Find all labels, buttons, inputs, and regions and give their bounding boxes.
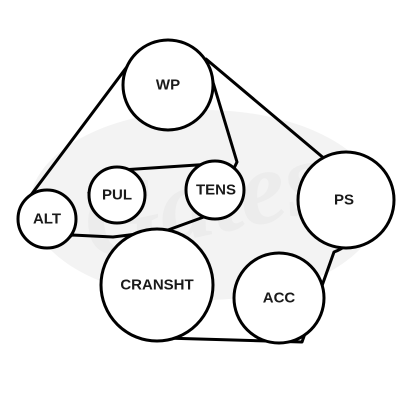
cransht-label: CRANSHT [120, 277, 193, 294]
acc-pulley-circle [232, 251, 326, 345]
wp-pulley-circle [121, 38, 215, 132]
tens-label: TENS [196, 182, 236, 199]
ps-pulley-circle [296, 150, 396, 250]
pulley-wp: WP [121, 38, 215, 132]
acc-label: ACC [263, 290, 296, 307]
pulley-alt: ALT [16, 188, 78, 250]
ps-label: PS [334, 192, 354, 209]
pulley-acc: ACC [232, 251, 326, 345]
pulley-pul: PUL [87, 165, 147, 225]
alt-label: ALT [33, 211, 61, 228]
pul-label: PUL [102, 187, 132, 204]
pulley-ps: PS [296, 150, 396, 250]
pul-pulley-circle [87, 165, 147, 225]
wp-label: WP [156, 77, 180, 94]
pulley-cransht: CRANSHT [99, 227, 215, 343]
tens-pulley-circle [184, 159, 246, 221]
pulley-tens: TENS [184, 159, 246, 221]
alt-pulley-circle [16, 188, 78, 250]
cransht-pulley-circle [99, 227, 215, 343]
